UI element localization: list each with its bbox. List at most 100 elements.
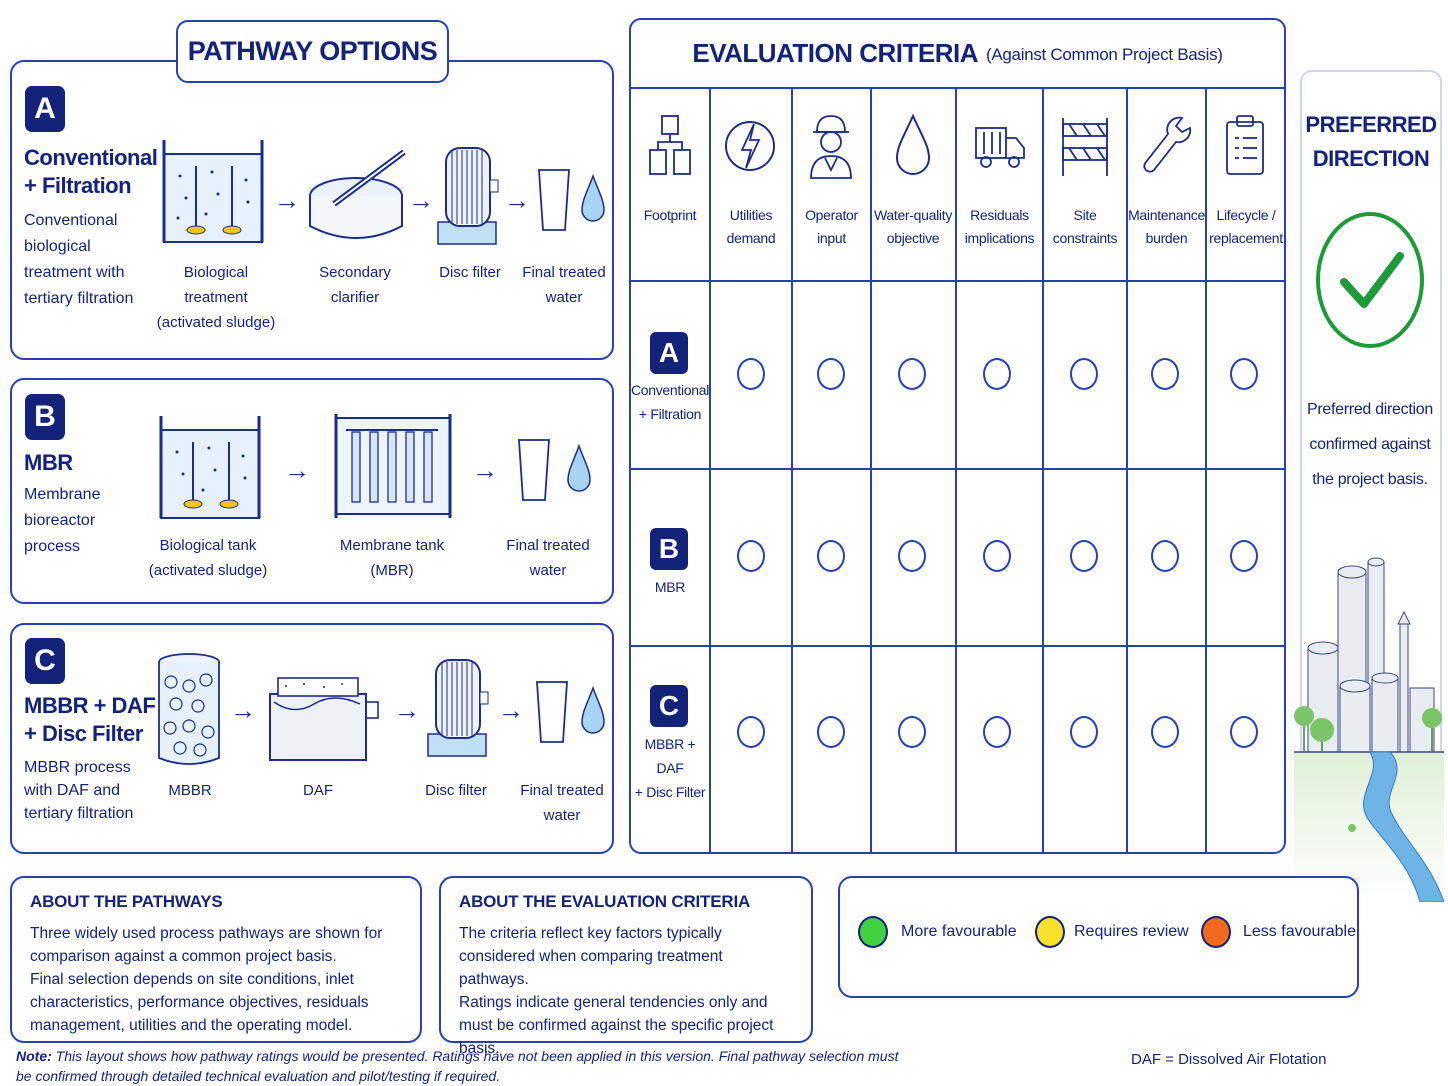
- grid-line: [955, 88, 957, 854]
- legend-dot-more-favourable: [858, 916, 888, 948]
- row-c-badge: C: [650, 685, 688, 727]
- row-a-badge: A: [650, 332, 688, 374]
- legend-label-less-favourable: Less favourable: [1243, 923, 1356, 940]
- truck-icon: [975, 127, 1025, 168]
- row-b-label: MBR: [654, 579, 686, 595]
- step-disc-filter-label: Disc filter: [439, 264, 501, 281]
- rating-circle[interactable]: [737, 540, 765, 572]
- step-disc-filter-label: Disc filter: [425, 782, 487, 799]
- step-biological-treatment-label: Biological treatment (activated sludge): [156, 264, 276, 331]
- preferred-title-line2: DIRECTION: [1312, 146, 1430, 171]
- pathway-b-title: MBR: [24, 449, 73, 477]
- arrow-icon: →: [274, 185, 300, 215]
- rating-circle[interactable]: [1070, 540, 1098, 572]
- criterion-site-label: Site constraints: [1052, 207, 1118, 246]
- rating-circle[interactable]: [898, 716, 926, 748]
- rating-circle[interactable]: [1070, 358, 1098, 390]
- rating-circle[interactable]: [1230, 716, 1258, 748]
- grid-line: [709, 88, 711, 854]
- arrow-icon: →: [284, 455, 310, 485]
- biological-tank-icon: [159, 416, 261, 519]
- footnote: Note: This layout shows how pathway rati…: [16, 1046, 916, 1086]
- water-drop-icon: [581, 686, 605, 734]
- row-c-label: MBBR + DAF + Disc Filter: [634, 736, 706, 800]
- rating-circle[interactable]: [737, 358, 765, 390]
- row-b-badge: B: [650, 528, 688, 570]
- pathway-c-badge: C: [25, 638, 65, 684]
- arrow-icon: →: [472, 455, 498, 485]
- rating-circle[interactable]: [737, 716, 765, 748]
- rating-circle[interactable]: [983, 358, 1011, 390]
- rating-circle[interactable]: [1230, 358, 1258, 390]
- about-criteria-panel: ABOUT THE EVALUATION CRITERIA The criter…: [439, 876, 813, 1057]
- step-mbbr-label: MBBR: [168, 782, 212, 799]
- legend-dot-requires-review: [1035, 916, 1065, 948]
- preferred-title-line1: PREFERRED: [1305, 112, 1437, 137]
- pathway-a-title-line2: + Filtration: [24, 173, 132, 198]
- arrow-icon: →: [394, 695, 420, 725]
- about-pathways-title: ABOUT THE PATHWAYS: [30, 892, 223, 911]
- treatment-plant-illustration: [1294, 557, 1444, 902]
- criterion-utilities-label: Utilities demand: [726, 207, 776, 246]
- rating-circle[interactable]: [983, 540, 1011, 572]
- rating-circle[interactable]: [983, 716, 1011, 748]
- step-daf-label: DAF: [303, 782, 333, 799]
- grid-line: [630, 645, 1285, 647]
- biological-treatment-tank-icon: [162, 140, 264, 243]
- rating-circle[interactable]: [1070, 716, 1098, 748]
- about-pathways-panel: ABOUT THE PATHWAYS Three widely used pro…: [10, 876, 422, 1043]
- criterion-lifecycle-label: Lifecycle / replacement: [1209, 207, 1283, 246]
- evaluation-criteria-title: EVALUATION CRITERIA: [692, 37, 978, 68]
- abbreviation-note: DAF = Dissolved Air Flotation: [1131, 1051, 1327, 1068]
- rating-circle[interactable]: [1151, 716, 1179, 748]
- step-membrane-tank-label: Membrane tank (MBR): [339, 537, 445, 579]
- barrier-icon: [1062, 118, 1108, 176]
- grid-line: [1042, 88, 1044, 854]
- water-glass-icon: [538, 169, 570, 231]
- pathway-b-title-line1: MBR: [24, 450, 73, 475]
- pathway-c-title-line1: MBBR + DAF: [24, 693, 156, 718]
- grid-line: [791, 88, 793, 854]
- rating-circle[interactable]: [1230, 540, 1258, 572]
- pathway-a-title-line1: Conventional: [24, 145, 158, 170]
- step-final-water-label: Final treated water: [522, 264, 606, 306]
- rating-circle[interactable]: [1151, 358, 1179, 390]
- wrench-icon: [1143, 116, 1192, 173]
- grid-line: [630, 87, 1285, 89]
- pathway-c-description: MBBR process with DAF and tertiary filtr…: [24, 759, 134, 822]
- step-final-water-label: Final treated water: [506, 537, 590, 579]
- secondary-clarifier-icon: [309, 149, 406, 239]
- water-glass-icon: [536, 681, 568, 743]
- step-secondary-clarifier-label: Secondary clarifier: [319, 264, 391, 306]
- pathway-b-badge: B: [25, 394, 65, 440]
- rating-circle[interactable]: [817, 716, 845, 748]
- rating-circle[interactable]: [817, 540, 845, 572]
- water-drop-icon: [567, 444, 591, 492]
- arrow-icon: →: [498, 695, 524, 725]
- operator-icon: [810, 115, 852, 179]
- evaluation-criteria-subtitle: (Against Common Project Basis): [986, 45, 1223, 64]
- rating-circle[interactable]: [1151, 540, 1179, 572]
- about-criteria-text-2: Ratings indicate general tendencies only…: [459, 994, 774, 1057]
- rating-circle[interactable]: [898, 540, 926, 572]
- grid-line: [870, 88, 872, 854]
- rating-circle[interactable]: [817, 358, 845, 390]
- footprint-icon: [649, 115, 691, 175]
- grid-line: [1205, 88, 1207, 854]
- legend-label-requires-review: Requires review: [1074, 923, 1189, 940]
- disc-filter-icon: [427, 659, 489, 757]
- pathway-b-description: Membrane bioreactor process: [24, 486, 101, 555]
- pathway-options-title: PATHWAY OPTIONS: [187, 36, 438, 66]
- footnote-prefix: Note:: [16, 1048, 52, 1064]
- about-pathways-text-1: Three widely used process pathways are s…: [30, 925, 383, 965]
- disc-filter-icon: [437, 147, 499, 245]
- arrow-icon: →: [408, 185, 434, 215]
- about-criteria-text-1: The criteria reflect key factors typical…: [459, 925, 723, 988]
- rating-circle[interactable]: [898, 358, 926, 390]
- water-drop-icon: [895, 113, 931, 175]
- pathway-options-header: PATHWAY OPTIONS: [176, 20, 449, 83]
- criterion-residuals-label: Residuals implications: [964, 207, 1035, 246]
- arrow-icon: →: [230, 695, 256, 725]
- preferred-direction-title: PREFERRED DIRECTION: [1300, 108, 1442, 176]
- criterion-water-quality-label: Water-quality objective: [873, 207, 953, 246]
